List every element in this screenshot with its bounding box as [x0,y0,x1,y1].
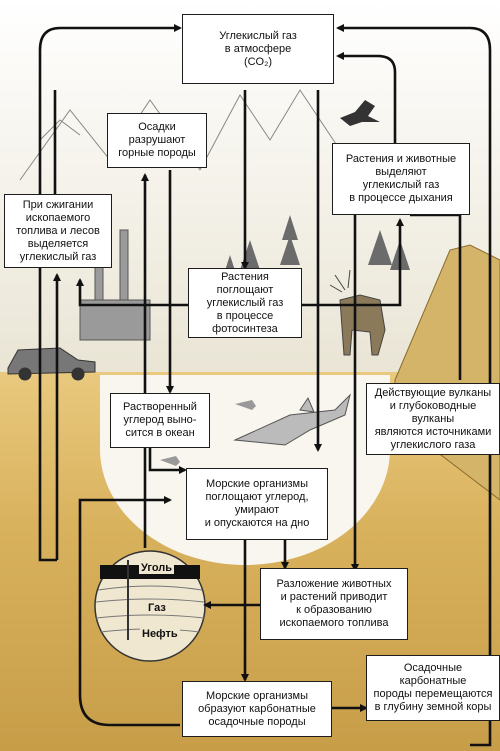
co2-atmosphere-box: Углекислый газ в атмосфере (CO₂) [182,14,334,84]
sediment-movement-box: Осадочные карбонатные породы перемещаютс… [366,655,500,721]
combustion-box: При сжигании ископаемого топлива и лесов… [4,194,112,268]
coal-label: Уголь [139,562,175,574]
marine-carbonate-box: Морские организмы образуют карбонатные о… [182,681,332,737]
eagle-illustration [340,100,380,126]
volcanoes-box: Действующие вулканы и глубоководные вулк… [366,383,500,455]
gas-label: Газ [146,602,168,614]
marine-absorption-box: Морские организмы поглощают углерод, уми… [186,468,328,540]
volcano-illustration [394,244,500,501]
photosynthesis-box: Растения поглощают углекислый газ в проц… [188,268,302,338]
dissolved-carbon-box: Растворенный углерод выно- сится в океан [110,393,210,448]
respiration-box: Растения и животные выделяют углекислый … [332,143,470,215]
precipitation-box: Осадки разрушают горные породы [107,113,207,168]
car-illustration [7,347,96,381]
factory-illustration [79,229,151,341]
decomposition-box: Разложение животных и растений приводит … [260,568,408,640]
deer-illustration [329,269,386,356]
shark-illustration [233,393,351,446]
fish-illustration [160,400,256,466]
flow-arrows [38,24,492,747]
oil-label: Нефть [140,628,180,640]
